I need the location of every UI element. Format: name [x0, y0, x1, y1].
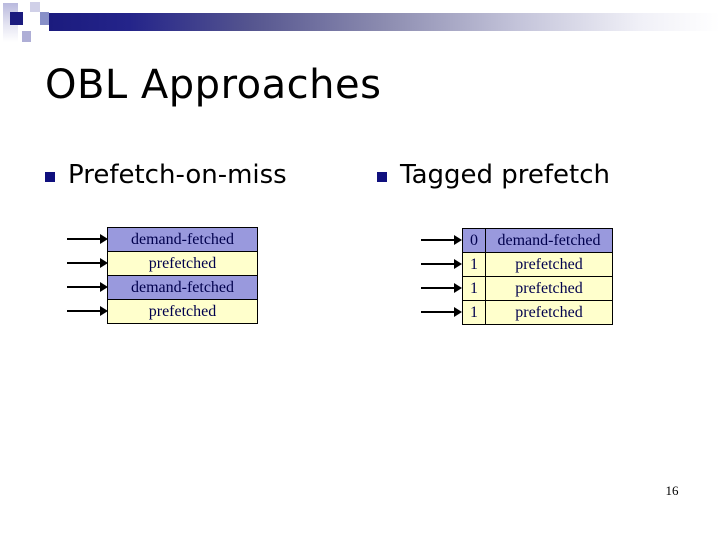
- table-row: demand-fetched: [108, 276, 257, 300]
- prefetch-on-miss-table: demand-fetched prefetched demand-fetched…: [107, 227, 258, 324]
- table-row: demand-fetched: [108, 228, 257, 252]
- arrow-icon: [421, 259, 462, 269]
- table-row: 1 prefetched: [463, 277, 612, 301]
- header-pale-square-icon: [30, 2, 40, 12]
- bullet-prefetch-on-miss: Prefetch-on-miss: [45, 160, 287, 190]
- block-state-label: demand-fetched: [130, 278, 235, 296]
- bullet-square-icon: [377, 171, 387, 182]
- bullet-tagged-prefetch: Tagged prefetch: [377, 160, 610, 190]
- table-row: 0 demand-fetched: [463, 229, 612, 253]
- tagged-prefetch-table: 0 demand-fetched 1 prefetched 1 prefetch…: [462, 228, 613, 325]
- block-state-label: demand-fetched: [497, 231, 601, 249]
- tag-bit-cell: 1: [463, 277, 486, 300]
- block-state-label: prefetched: [148, 302, 217, 320]
- tag-bit-cell: 1: [463, 301, 486, 324]
- arrow-icon: [421, 235, 462, 245]
- header-steel-square-icon: [40, 12, 49, 25]
- table-row: 1 prefetched: [463, 301, 612, 324]
- bullet-label: Prefetch-on-miss: [68, 160, 287, 190]
- table-row: 1 prefetched: [463, 253, 612, 277]
- bullet-label: Tagged prefetch: [400, 160, 611, 190]
- block-state-label: prefetched: [148, 254, 217, 272]
- header-gradient-bar: [49, 13, 720, 31]
- block-state-label: prefetched: [515, 303, 583, 321]
- arrow-icon: [421, 283, 462, 293]
- tag-bit-cell: 0: [463, 229, 486, 252]
- bullet-square-icon: [45, 171, 55, 182]
- tag-bit-cell: 1: [463, 253, 486, 276]
- page-number: 16: [665, 483, 679, 498]
- header-navy-square-icon: [10, 12, 23, 25]
- block-state-label: demand-fetched: [130, 230, 235, 248]
- arrow-icon: [67, 258, 108, 268]
- table-row: prefetched: [108, 252, 257, 276]
- block-state-label: prefetched: [515, 255, 583, 273]
- page-title: OBL Approaches: [45, 62, 382, 108]
- arrow-icon: [67, 306, 108, 316]
- table-row: prefetched: [108, 300, 257, 323]
- block-state-label: prefetched: [515, 279, 583, 297]
- arrow-icon: [421, 307, 462, 317]
- header-small-square-icon: [22, 31, 31, 42]
- arrow-icon: [67, 282, 108, 292]
- arrow-icon: [67, 234, 108, 244]
